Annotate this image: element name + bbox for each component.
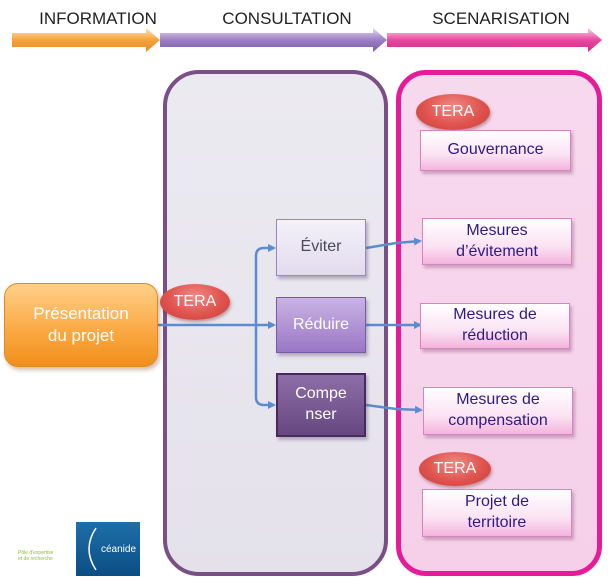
projet-de-territoire-box: Projet de territoire — [422, 489, 572, 537]
presentation-line-2: du projet — [47, 326, 115, 345]
stage-arrows — [12, 28, 602, 52]
tera-badge-gouvernance: TERA — [416, 94, 490, 130]
evitement-line-2: d’évitement — [456, 242, 538, 260]
information-arrow — [12, 28, 160, 52]
evitement-line-1: Mesures — [466, 221, 528, 239]
tera-badge-territoire: TERA — [419, 452, 491, 486]
logo-tagline: Pôle d'expertise et de recherche — [18, 550, 76, 562]
compensation-line-2: compensation — [448, 412, 548, 429]
compenser-line-2: nser — [305, 406, 337, 423]
tera-badge-consultation: TERA — [160, 284, 230, 320]
compensation-line-1: Mesures de — [456, 391, 540, 409]
reduction-line-1: Mesures de — [453, 306, 537, 324]
reduction-line-2: réduction — [462, 327, 528, 344]
connector-to-eviter — [254, 244, 276, 325]
logo-tagline-line-2: et de recherche — [18, 556, 53, 562]
reduire-box: Réduire — [276, 297, 366, 353]
presentation-line-1: Présentation — [33, 303, 129, 323]
logo-name: céanide — [100, 543, 137, 555]
mesures-evitement-box: Mesures d’évitement — [422, 218, 572, 265]
scenarisation-arrow — [387, 28, 602, 52]
stage-label-consultation: CONSULTATION — [222, 9, 352, 28]
territoire-line-2: territoire — [467, 514, 527, 531]
gouvernance-box: Gouvernance — [420, 130, 571, 171]
stage-label-information: INFORMATION — [39, 9, 157, 28]
compenser-box: Compe nser — [276, 373, 366, 437]
compenser-line-1: Compe — [295, 385, 347, 403]
stage-label-scenarisation: SCENARISATION — [432, 9, 570, 28]
logo-curve-icon — [88, 527, 97, 571]
mesures-reduction-box: Mesures de réduction — [420, 303, 570, 349]
presentation-du-projet-box: Présentation du projet — [4, 283, 158, 367]
eviter-box: Éviter — [276, 219, 366, 276]
territoire-line-1: Projet de — [464, 493, 530, 511]
consultation-arrow — [160, 28, 387, 52]
connector-eviter-to-evitement — [365, 237, 422, 250]
connector-compenser-to-compensation — [365, 403, 423, 414]
mesures-compensation-box: Mesures de compensation — [423, 387, 573, 435]
oceanide-logo: céanide — [76, 522, 140, 576]
logo-tagline-line-1: Pôle d'expertise — [18, 550, 54, 556]
connector-to-compenser — [254, 325, 276, 409]
